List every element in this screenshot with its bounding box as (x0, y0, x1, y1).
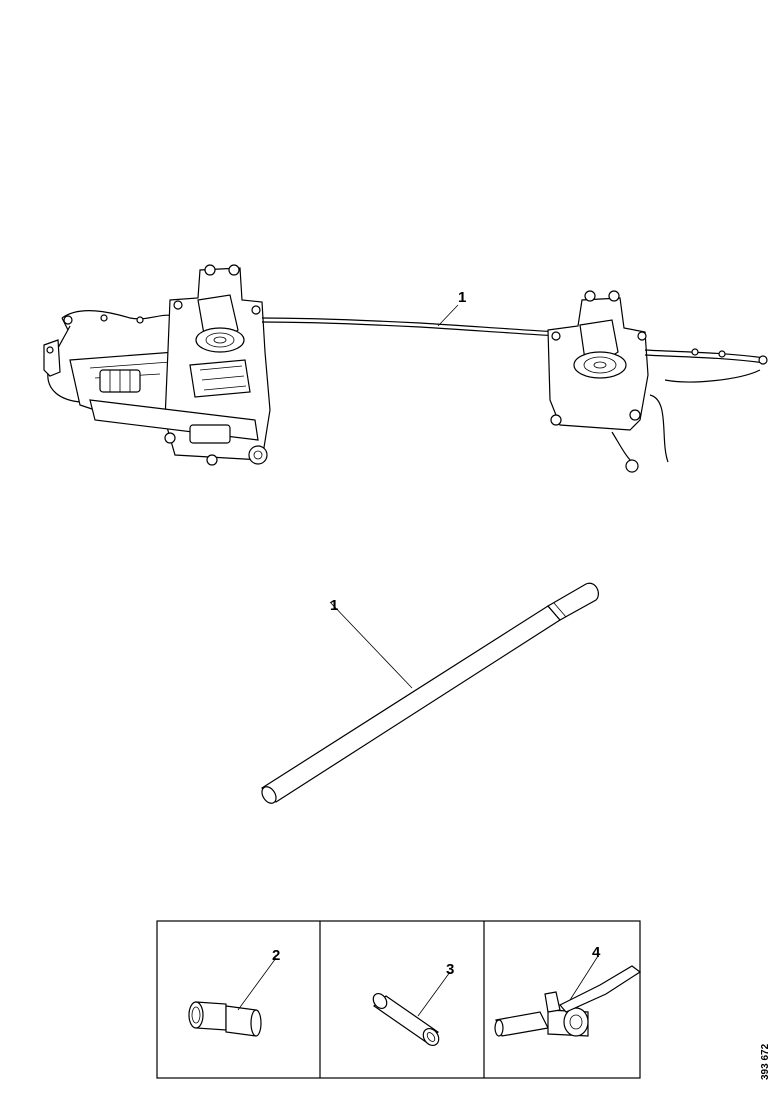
lever-bracket-tool-icon (494, 955, 642, 1037)
callout-sleeve-a: 2 (272, 947, 280, 964)
stepped-bushing-icon (188, 957, 277, 1037)
callout-rod: 1 (330, 597, 338, 614)
linkage-rod-icon (261, 582, 599, 804)
callout-lever-tool: 4 (592, 944, 601, 961)
parts-panel (156, 920, 641, 1079)
straight-bushing-icon (372, 971, 451, 1046)
wiper-mechanism-assembly-icon (43, 264, 768, 473)
callout-harness: 1 (458, 289, 466, 306)
callout-sleeve-b: 3 (446, 961, 454, 978)
figure-reference-code: 393 672 (760, 1043, 771, 1080)
